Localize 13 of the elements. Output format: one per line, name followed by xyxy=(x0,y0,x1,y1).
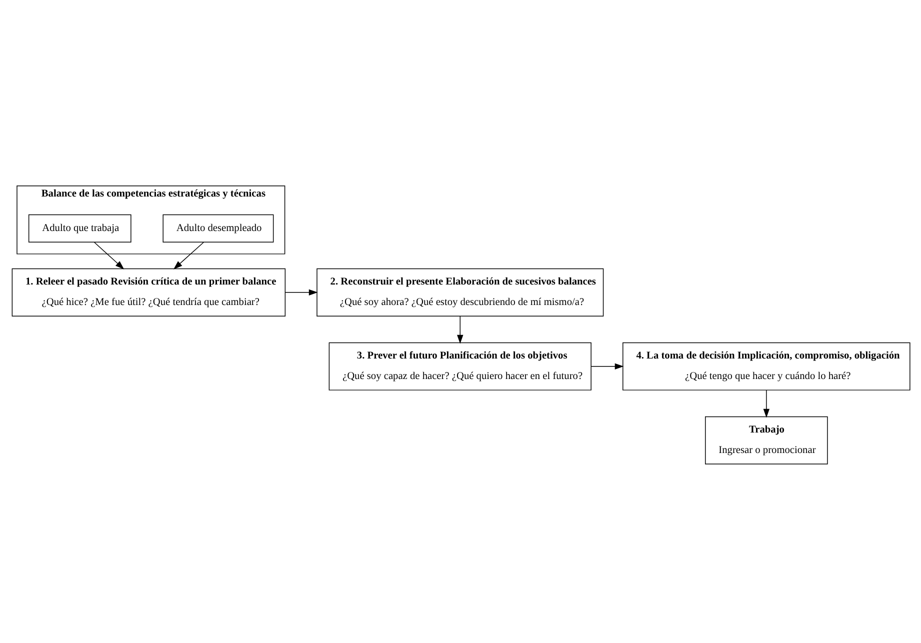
arrow xyxy=(763,389,770,418)
arrow xyxy=(457,315,464,344)
node-box: Trabajo Ingresar o promocionar xyxy=(705,416,828,464)
arrow xyxy=(590,362,624,369)
arrow xyxy=(94,241,124,269)
node-box: Adulto desempleado xyxy=(162,214,274,242)
node-box: 1. Releer el pasado Revisión crítica de un primer balance ¿Qué hice? ¿Me fue útil? ¿Qué tendría que cambiar? xyxy=(12,268,286,316)
node-box: 2. Reconstruir el presente Elaboración de sucesivos balances ¿Qué soy ahora? ¿Qué estoy descubriendo de mí mismo/a? xyxy=(316,268,604,316)
node-box: 4. La toma de decisión Implicación, compromiso, obligación ¿Qué tengo que hacer y cuándo lo haré? xyxy=(622,342,910,390)
arrow xyxy=(284,288,318,296)
node-box: 3. Prever el futuro Planificación de los objetivos ¿Qué soy capaz de hacer? ¿Qué quiero hacer en el futuro? xyxy=(328,342,592,390)
arrow xyxy=(173,241,204,269)
node-box: Adulto que trabaja xyxy=(28,214,132,242)
